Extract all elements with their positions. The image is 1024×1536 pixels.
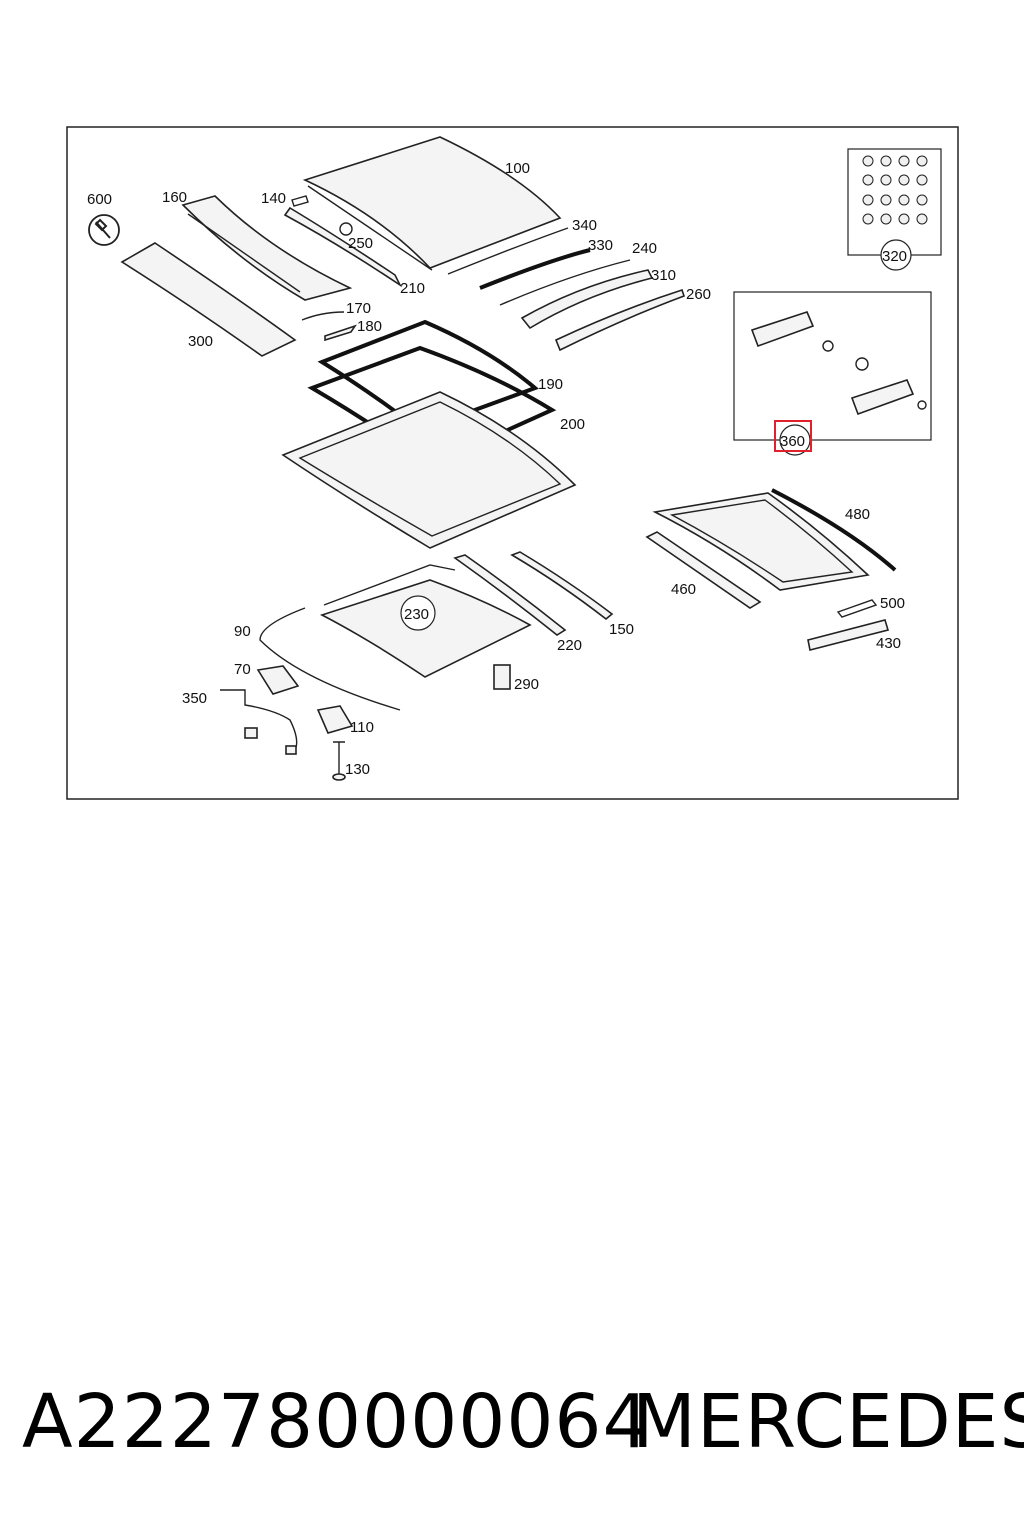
callout-600: 600 [87,191,112,208]
callout-320: 320 [882,248,907,265]
part-harness-350 [220,689,298,751]
inset-slide-mechanism [733,291,932,441]
part-roof-panel [302,136,562,269]
part-number: A222780000064 [22,1379,651,1465]
callout-140: 140 [261,190,286,207]
callout-340: 340 [572,217,597,234]
part-motor-110 [316,705,354,734]
callout-310: 310 [651,267,676,284]
callout-circle-320 [880,239,912,271]
callout-200: 200 [560,416,585,433]
callout-170: 170 [346,300,371,317]
part-slide-left [750,311,815,348]
callout-500: 500 [880,595,905,612]
callout-350: 350 [182,690,207,707]
callout-290: 290 [514,676,539,693]
part-seal-480 [771,488,897,572]
part-rail-220 [453,554,567,636]
callout-330: 330 [588,237,613,254]
part-clip-180 [324,324,357,342]
callout-190: 190 [538,376,563,393]
part-bolt-500 [836,599,878,618]
callout-circle-230 [400,595,436,631]
part-rear-glass [652,492,870,591]
part-rail-150 [510,551,614,621]
callout-300: 300 [188,333,213,350]
callout-180: 180 [357,318,382,335]
callout-210: 210 [400,280,425,297]
callout-360: 360 [780,433,805,450]
part-module-290 [493,664,511,690]
callout-70: 70 [234,661,251,678]
callout-160: 160 [162,189,187,206]
part-slide-right [850,379,915,416]
wrench-icon [88,214,120,246]
diagram-frame [66,126,959,800]
part-front-frame [181,195,353,301]
part-seal-240 [499,259,631,306]
callout-430: 430 [876,635,901,652]
part-bracket-210 [283,206,403,288]
part-bolt-140 [291,195,309,207]
grommet-set [862,155,928,225]
brand-name: MERCEDES [632,1379,1024,1465]
highlight-box [774,420,812,452]
part-clip-170 [301,311,345,321]
callout-480: 480 [845,506,870,523]
part-seal-200 [307,345,557,468]
part-strip-460 [645,531,762,609]
part-cable-90 [259,607,401,711]
part-deflector-300 [120,242,297,357]
part-washer [822,340,834,352]
callout-460: 460 [671,581,696,598]
part-seal-330 [479,248,591,290]
callout-230: 230 [404,606,429,623]
callout-110: 110 [350,719,374,736]
part-rail-310 [520,269,654,330]
part-nut [917,400,927,410]
callout-240: 240 [632,240,657,257]
callout-150: 150 [609,621,634,638]
callout-130: 130 [345,761,370,778]
part-seal-190 [317,319,539,433]
part-screw-130 [333,741,345,775]
part-motor-70 [256,665,300,695]
part-seal-340 [447,227,569,275]
part-main-frame [281,391,577,549]
callout-220: 220 [557,637,582,654]
part-strip-260 [554,288,686,352]
callout-260: 260 [686,286,711,303]
part-shade-upper [323,564,456,606]
part-bar-430 [807,619,890,651]
callout-100: 100 [505,160,530,177]
footer: A222780000064 MERCEDES [0,1372,1024,1482]
part-screw [855,357,869,371]
callout-250: 250 [348,235,373,252]
callout-90: 90 [234,623,251,640]
part-plug-250 [339,222,353,236]
